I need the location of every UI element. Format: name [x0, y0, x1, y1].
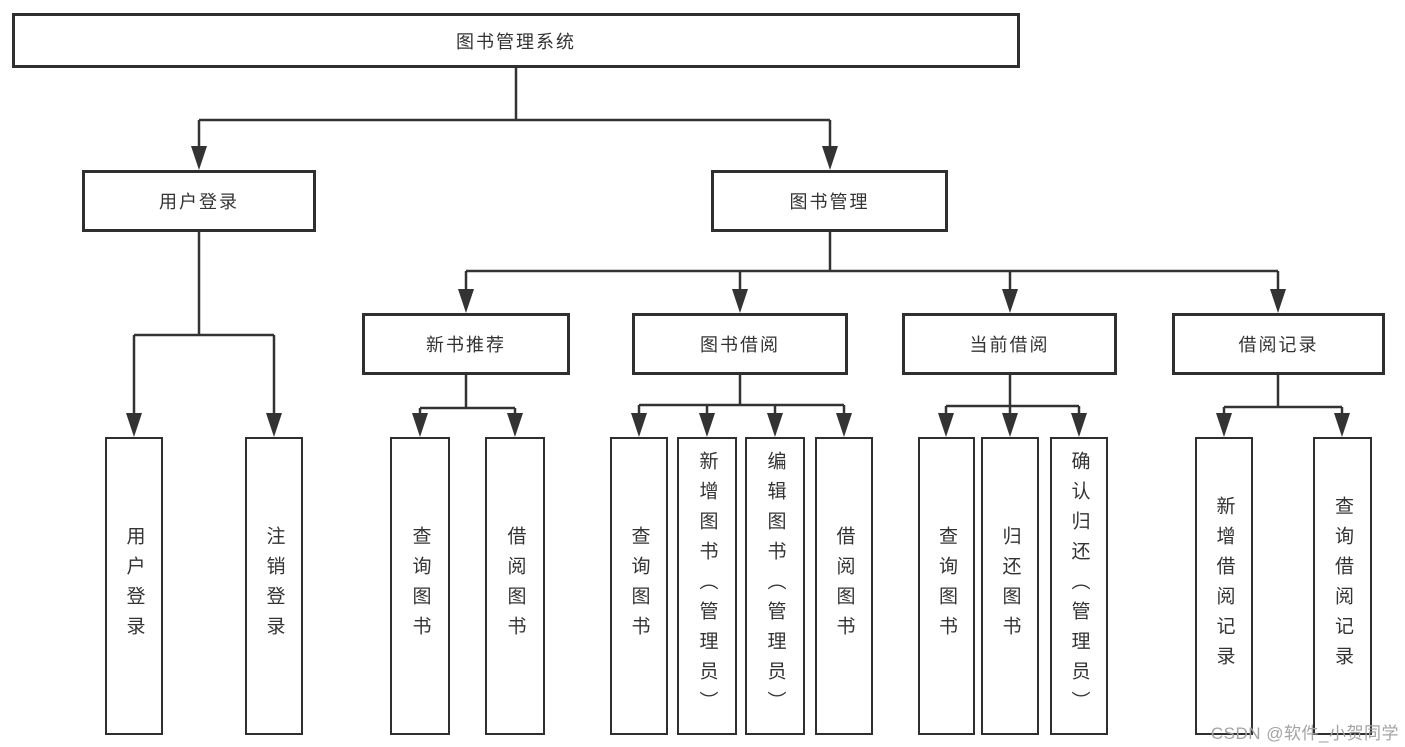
leaf-newrec-borrow-book: 借阅图书: [485, 437, 545, 735]
node-current-borrow-label: 当前借阅: [969, 335, 1050, 355]
leaf-borrow-book: 借阅图书: [815, 437, 873, 735]
leaf-add-borrow-record-label: 新增借阅记录: [1213, 496, 1235, 676]
leaf-logout-label: 注销登录: [263, 526, 285, 646]
node-new-book-recommend-label: 新书推荐: [426, 335, 506, 355]
leaf-return-book: 归还图书: [981, 437, 1039, 735]
node-current-borrow: 当前借阅: [902, 313, 1117, 375]
node-root: 图书管理系统: [12, 13, 1020, 68]
node-book-management-label: 图书管理: [789, 192, 870, 212]
node-new-book-recommend: 新书推荐: [362, 313, 570, 375]
leaf-query-borrow-record: 查询借阅记录: [1313, 437, 1372, 735]
node-user-login: 用户登录: [82, 170, 316, 232]
leaf-borrow-query-book-label: 查询图书: [628, 526, 650, 646]
node-user-login-label: 用户登录: [159, 192, 239, 212]
leaf-edit-book-admin-label: 编辑图书（管理员）: [764, 451, 786, 721]
leaf-logout: 注销登录: [245, 437, 303, 735]
leaf-confirm-return-admin-label: 确认归还（管理员）: [1068, 451, 1090, 721]
leaf-return-book-label: 归还图书: [999, 526, 1021, 646]
leaf-add-book-admin-label: 新增图书（管理员）: [696, 451, 718, 721]
node-book-management: 图书管理: [711, 170, 948, 232]
leaf-current-query-book-label: 查询图书: [936, 526, 957, 646]
leaf-user-login-label: 用户登录: [123, 526, 145, 646]
leaf-borrow-query-book: 查询图书: [610, 437, 668, 735]
leaf-query-borrow-record-label: 查询借阅记录: [1332, 496, 1353, 676]
leaf-newrec-borrow-book-label: 借阅图书: [504, 526, 526, 646]
node-book-borrow-label: 图书借阅: [700, 335, 780, 355]
leaf-edit-book-admin: 编辑图书（管理员）: [745, 437, 805, 735]
node-root-label: 图书管理系统: [456, 31, 576, 52]
leaf-user-login: 用户登录: [105, 437, 163, 735]
leaf-add-book-admin: 新增图书（管理员）: [677, 437, 737, 735]
node-borrow-record: 借阅记录: [1172, 313, 1385, 375]
leaf-confirm-return-admin: 确认归还（管理员）: [1050, 437, 1108, 735]
node-book-borrow: 图书借阅: [632, 313, 848, 375]
leaf-borrow-book-label: 借阅图书: [833, 526, 855, 646]
leaf-newrec-query-book: 查询图书: [390, 437, 450, 735]
leaf-newrec-query-book-label: 查询图书: [409, 526, 431, 646]
csdn-watermark: CSDN @软件_小贺同学: [1210, 724, 1399, 743]
node-borrow-record-label: 借阅记录: [1238, 335, 1319, 355]
leaf-current-query-book: 查询图书: [918, 437, 975, 735]
leaf-add-borrow-record: 新增借阅记录: [1195, 437, 1253, 735]
